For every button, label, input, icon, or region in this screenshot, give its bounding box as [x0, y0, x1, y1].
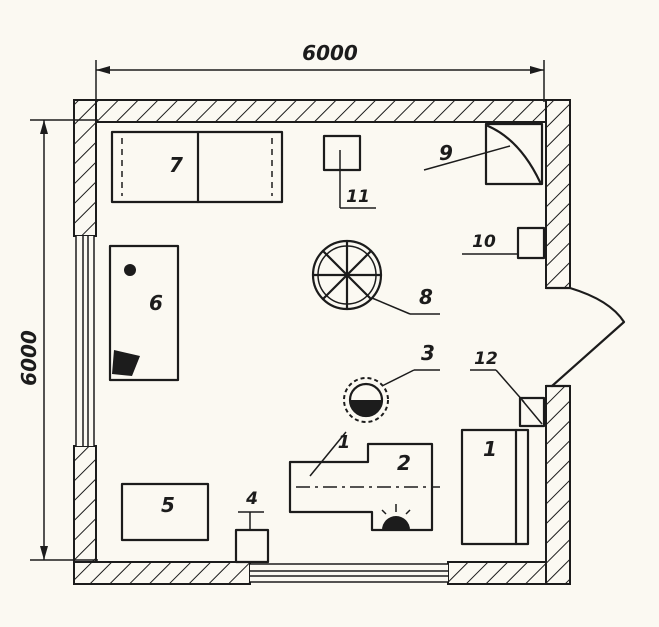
wall-right-upper: [545, 99, 571, 289]
furniture-12: [470, 369, 546, 428]
label-7: 7: [169, 153, 183, 177]
dimension-horizontal: [95, 60, 545, 102]
window-bottom: [250, 563, 448, 583]
label-4: 4: [245, 489, 258, 509]
label-5: 5: [161, 493, 175, 517]
furniture-7: [110, 130, 284, 204]
furniture-3: [343, 369, 440, 423]
label-8: 8: [419, 285, 433, 309]
furniture-8-round-table: [311, 239, 440, 315]
furniture-4: [234, 511, 270, 564]
wall-right-lower: [545, 385, 571, 585]
label-11: 11: [346, 187, 370, 207]
label-2: 2: [397, 451, 411, 475]
height-dimension-label: 6000: [17, 330, 41, 386]
furniture-6: [108, 244, 180, 382]
furniture-5: [120, 482, 210, 542]
wall-top: [73, 99, 571, 123]
furniture-9: [423, 122, 544, 186]
window-left: [75, 236, 95, 446]
dimension-vertical: [30, 119, 98, 561]
furniture-10: [462, 226, 546, 260]
label-12: 12: [474, 349, 498, 369]
label-3: 3: [421, 341, 435, 365]
wall-bottom-left: [73, 561, 251, 585]
furniture-2: [288, 431, 440, 532]
door-right: [544, 286, 626, 388]
label-1-desk-pointer: 1: [338, 432, 351, 453]
label-6: 6: [149, 291, 163, 315]
width-dimension-label: 6000: [302, 41, 358, 65]
label-10: 10: [472, 232, 496, 252]
furniture-11: [322, 134, 376, 209]
label-1: 1: [483, 437, 497, 461]
furniture-1: [460, 428, 530, 546]
label-9: 9: [439, 141, 453, 165]
